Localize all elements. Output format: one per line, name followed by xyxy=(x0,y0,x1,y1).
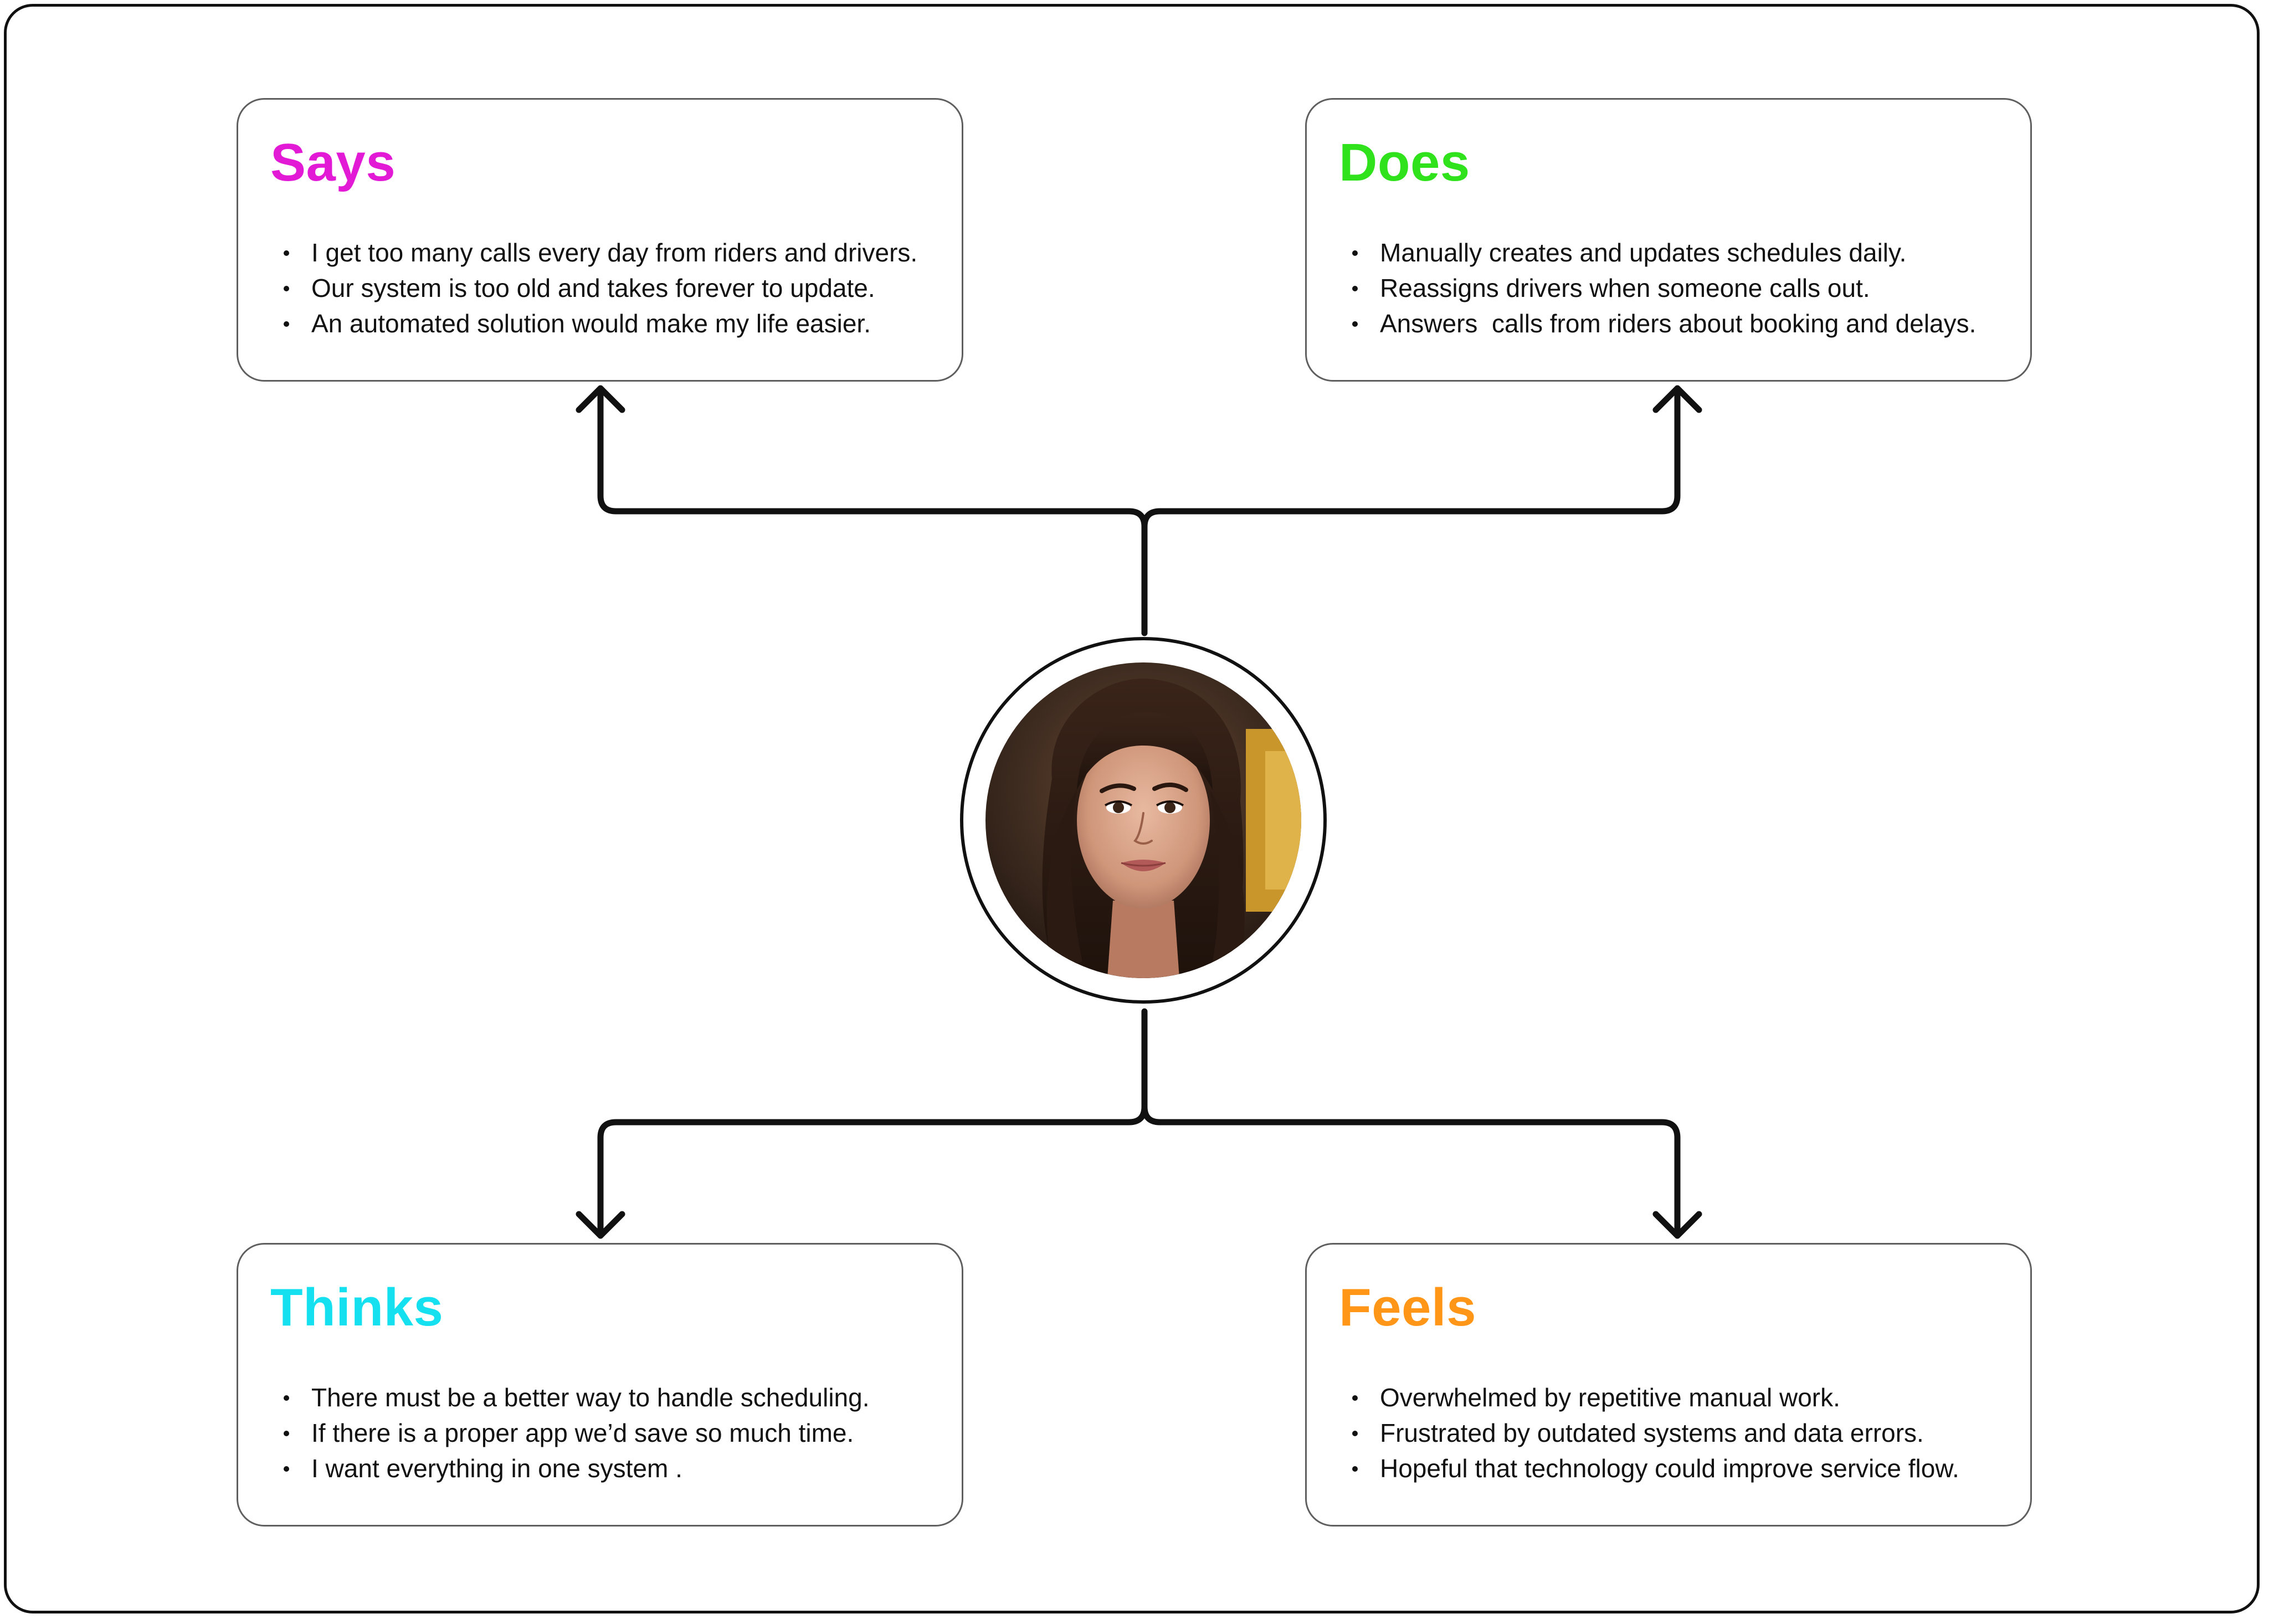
thinks-title: Thinks xyxy=(270,1278,444,1337)
says-title: Says xyxy=(270,133,396,192)
thinks-list: There must be a better way to handle sch… xyxy=(284,1380,870,1486)
arrowhead-to-feels xyxy=(1652,1211,1702,1239)
list-item: Answers calls from riders about booking … xyxy=(1352,306,1976,341)
arrowhead-to-thinks xyxy=(576,1211,625,1239)
list-item: Manually creates and updates schedules d… xyxy=(1352,235,1976,270)
upper-right-branch-line xyxy=(1141,387,1681,530)
thinks-quadrant: Thinks There must be a better way to han… xyxy=(237,1243,963,1527)
list-item: An automated solution would make my life… xyxy=(283,306,917,341)
list-item: I get too many calls every day from ride… xyxy=(283,235,917,270)
says-list: I get too many calls every day from ride… xyxy=(283,235,917,341)
list-item: Hopeful that technology could improve se… xyxy=(1352,1451,1959,1486)
list-item: I want everything in one system . xyxy=(284,1451,870,1486)
persona-avatar-ring xyxy=(960,637,1327,1004)
list-item: Reassigns drivers when someone calls out… xyxy=(1352,270,1976,306)
feels-quadrant: Feels Overwhelmed by repetitive manual w… xyxy=(1305,1243,2032,1527)
arrowhead-to-says xyxy=(576,385,625,413)
lower-right-branch-line xyxy=(1141,1103,1681,1237)
says-quadrant: Says I get too many calls every day from… xyxy=(237,98,963,382)
lower-stem-line xyxy=(597,1008,1148,1237)
does-list: Manually creates and updates schedules d… xyxy=(1352,235,1976,341)
list-item: Frustrated by outdated systems and data … xyxy=(1352,1415,1959,1451)
list-item: There must be a better way to handle sch… xyxy=(284,1380,870,1415)
arrowhead-to-does xyxy=(1652,385,1702,413)
list-item: Overwhelmed by repetitive manual work. xyxy=(1352,1380,1959,1415)
list-item: If there is a proper app we’d save so mu… xyxy=(284,1415,870,1451)
does-title: Does xyxy=(1339,133,1470,192)
upper-stem-line xyxy=(597,387,1148,636)
feels-list: Overwhelmed by repetitive manual work. F… xyxy=(1352,1380,1959,1486)
list-item: Our system is too old and takes forever … xyxy=(283,270,917,306)
does-quadrant: Does Manually creates and updates schedu… xyxy=(1305,98,2032,382)
persona-portrait-icon xyxy=(985,662,1301,978)
feels-title: Feels xyxy=(1339,1278,1476,1337)
